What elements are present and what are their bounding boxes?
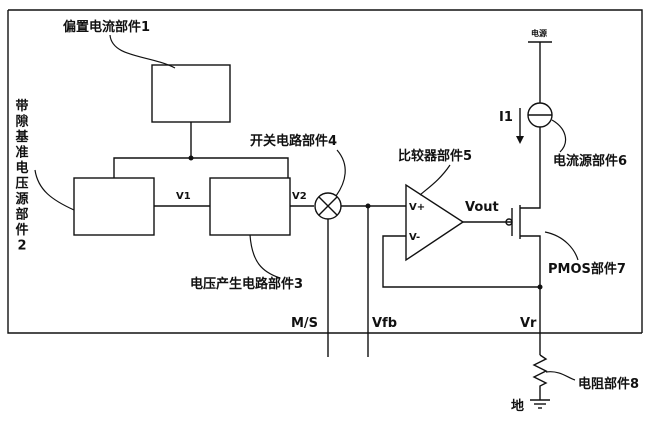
label-pmos: PMOS部件7	[548, 261, 626, 277]
label-comparator: 比较器部件5	[398, 148, 472, 164]
label-v1: V1	[176, 191, 191, 202]
label-voltage-generation: 电压产生电路部件3	[190, 276, 303, 292]
leader-pmos	[544, 231, 579, 261]
label-switch-circuit: 开关电路部件4	[250, 133, 337, 149]
leader-bias	[109, 34, 176, 69]
label-v2: V2	[292, 191, 307, 202]
label-bias-current: 偏置电流部件1	[63, 19, 150, 35]
leader-bandgap	[34, 169, 75, 211]
bias-current-block	[151, 64, 231, 123]
label-vr: Vr	[520, 316, 537, 331]
leader-switch	[335, 149, 346, 197]
bias-split-wire	[113, 157, 289, 178]
label-vout: Vout	[465, 200, 499, 215]
pmos-gate-bubble	[505, 218, 513, 226]
label-power: 电源	[531, 28, 547, 38]
label-i1: I1	[499, 110, 513, 125]
feedback-wire	[382, 235, 540, 288]
leader-current-source	[551, 119, 567, 153]
comparator-symbol	[405, 183, 465, 262]
label-ground: 地	[511, 398, 524, 414]
voltage-generation-block	[209, 177, 291, 236]
label-vfb: Vfb	[372, 316, 397, 331]
frame-border	[7, 9, 643, 334]
pmos-source-wire	[520, 127, 541, 209]
leader-voltage-gen	[249, 234, 281, 279]
pmos-drain-wire	[520, 235, 541, 355]
label-ms: M/S	[291, 316, 318, 331]
label-resistor: 电阻部件8	[578, 376, 639, 392]
junction-vr	[537, 284, 543, 290]
leader-resistor	[545, 371, 576, 381]
label-current-source: 电流源部件6	[553, 153, 627, 169]
resistor-symbol	[532, 354, 548, 400]
i1-arrow-head	[516, 136, 524, 144]
bandgap-reference-block	[73, 177, 155, 236]
label-v-minus: V-	[409, 232, 420, 243]
label-v-plus: V+	[409, 202, 425, 213]
leader-comparator	[419, 164, 451, 196]
switch-x2	[318, 196, 338, 216]
